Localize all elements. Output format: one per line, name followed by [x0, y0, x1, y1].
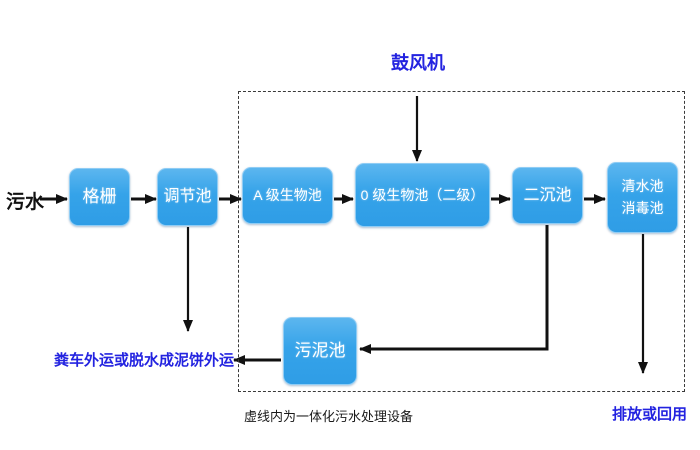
node-grid-label: 格栅: [82, 186, 117, 206]
node-regulating-tank-label: 调节池: [163, 188, 212, 206]
sludge-out-label: 粪车外运或脱水成泥饼外运: [54, 352, 235, 369]
node-regulating-tank: 调节池: [157, 168, 218, 226]
boundary-caption: 虚线内为一体化污水处理设备: [244, 409, 414, 424]
node-sludge-tank: 污泥池: [283, 317, 357, 385]
node-secondary-sedimentation-tank: 二沉池: [512, 167, 583, 224]
discharge-label: 排放或回用: [612, 406, 688, 423]
node-clear-water-label-line1: 清水池: [621, 177, 664, 194]
node-a-bio-tank: A 级生物池: [242, 167, 333, 224]
node-a-bio-tank-label: A 级生物池: [253, 187, 322, 204]
node-clear-water-label-line2: 消毒池: [621, 199, 664, 216]
node-o-bio-tank-label: 0 级生物池（二级）: [360, 186, 485, 203]
node-o-bio-tank: 0 级生物池（二级）: [355, 163, 490, 227]
integrated-equipment-boundary: [238, 91, 685, 392]
node-sludge-tank-label: 污泥池: [294, 340, 346, 360]
node-secondary-sedimentation-tank-label: 二沉池: [523, 186, 572, 204]
node-grid: 格栅: [69, 168, 130, 226]
blower-label: 鼓风机: [391, 53, 445, 73]
node-clear-water-disinfection-tank: 清水池 消毒池: [607, 162, 678, 233]
influent-label: 污水: [6, 192, 45, 213]
